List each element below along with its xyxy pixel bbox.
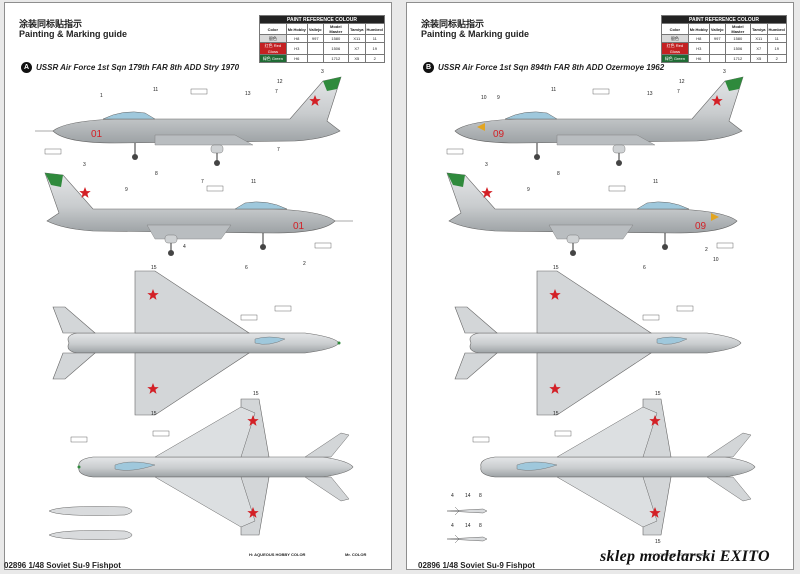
callout: 12 — [679, 79, 685, 85]
callout-numbers: 1 11 13 12 7 3 8 7 3 9 11 15 4 7 6 2 15 … — [83, 69, 324, 417]
aircraft-views-a: 01 01 — [35, 69, 354, 540]
callout: 1 — [100, 93, 103, 99]
aircraft-views-b: 09 09 — [446, 69, 756, 545]
side-view-port: 09 — [454, 76, 744, 166]
callout: 4 — [183, 244, 186, 250]
callout: 3 — [83, 162, 86, 168]
callout-numbers: 10 9 11 13 12 7 3 8 3 9 11 6 2 10 15 15 … — [451, 69, 726, 545]
callout: 13 — [245, 91, 251, 97]
callout: 15 — [553, 411, 559, 417]
aircraft-number: 01 — [91, 129, 103, 140]
table-row: 绿色 Green H6 1712 X5 2 — [259, 54, 386, 63]
side-view-starboard: 01 — [44, 172, 353, 256]
callout: 3 — [321, 69, 324, 75]
callout: 10 — [713, 257, 719, 263]
callout: 7 — [275, 89, 278, 95]
humbrol-code: 19 — [364, 42, 386, 55]
humbrol-code: 2 — [364, 54, 386, 63]
hobby-code: H6 — [687, 54, 710, 63]
callout: 2 — [303, 261, 306, 267]
callout: 4 — [451, 523, 454, 529]
painting-sheet-a: 涂装同标贴指示 Painting & Marking guide PAINT R… — [4, 2, 392, 570]
table-row: 绿色 Green H6 1712 X5 2 — [661, 54, 788, 63]
scheme-badge: A — [21, 62, 32, 73]
sheet-title-en: Painting & Marking guide — [19, 29, 128, 39]
sheet-title-en: Painting & Marking guide — [421, 29, 530, 39]
callout: 15 — [253, 391, 259, 397]
callout: 9 — [125, 187, 128, 193]
callout: 6 — [245, 265, 248, 271]
bottom-view — [77, 398, 354, 536]
callout: 2 — [705, 247, 708, 253]
callout: 11 — [653, 179, 658, 185]
hobby-code: H6 — [285, 54, 308, 63]
callout: 3 — [723, 69, 726, 75]
callout: 14 — [465, 523, 471, 529]
color-code-boxes — [446, 88, 734, 443]
callout: 8 — [155, 171, 158, 177]
shop-watermark: sklep modelarski EXITO — [600, 548, 770, 565]
painting-sheet-b: 涂装同标贴指示 Painting & Marking guide PAINT R… — [406, 2, 794, 570]
missiles — [446, 506, 488, 544]
callout: 7 — [201, 179, 204, 185]
callout: 9 — [527, 187, 530, 193]
callout: 8 — [479, 523, 482, 529]
scheme-b-heading: B USSR Air Force 1st Sqn 894th FAR 8th A… — [423, 62, 664, 73]
svg-text:09: 09 — [695, 221, 707, 232]
side-view-starboard: 09 — [446, 172, 738, 256]
top-view — [52, 270, 341, 416]
callout: 11 — [251, 179, 256, 185]
callout: 11 — [153, 87, 158, 93]
color-code-boxes — [44, 88, 332, 443]
callout: 15 — [151, 411, 157, 417]
mm-code: 1712 — [322, 54, 350, 63]
humbrol-code: 2 — [766, 54, 788, 63]
callout: 15 — [655, 391, 661, 397]
scheme-badge: B — [423, 62, 434, 73]
callout: 15 — [655, 539, 661, 545]
paint-reference-table: PAINT REFERENCE COLOUR Color Mr.Hobby Va… — [259, 15, 386, 63]
sheet-title-cn: 涂装同标贴指示 — [19, 19, 83, 29]
side-view-port: 01 — [35, 76, 342, 166]
footer-kit-title: 02896 1/48 Soviet Su-9 Fishpot — [418, 561, 535, 570]
callout: 8 — [479, 493, 482, 499]
footer-kit-title: 02896 1/48 Soviet Su-9 Fishpot — [4, 561, 121, 570]
callout: 7 — [677, 89, 680, 95]
sheet-title-cn: 涂装同标贴指示 — [421, 19, 485, 29]
callout: 9 — [497, 95, 500, 101]
callout: 3 — [485, 162, 488, 168]
callout: 14 — [465, 493, 471, 499]
callout: 15 — [151, 265, 157, 271]
top-view — [454, 270, 742, 416]
scheme-title: USSR Air Force 1st Sqn 894th FAR 8th ADD… — [438, 63, 665, 72]
aircraft-number: 09 — [493, 129, 505, 140]
mm-code: 1712 — [724, 54, 752, 63]
scheme-a-heading: A USSR Air Force 1st Sqn 179th FAR 8th A… — [21, 62, 239, 73]
drop-tanks — [48, 506, 133, 540]
col-humbrol: Humbrol — [364, 23, 386, 35]
callout: 12 — [277, 79, 283, 85]
callout: 15 — [553, 265, 559, 271]
callout: 4 — [451, 493, 454, 499]
callout: 7 — [277, 147, 280, 153]
callout: 13 — [647, 91, 653, 97]
table-row: 红色 Red Gloss H3 1506 X7 19 — [259, 42, 386, 55]
paint-reference-table: PAINT REFERENCE COLOUR Color Mr.Hobby Va… — [661, 15, 788, 63]
legend-aqueous: H: AQUEOUS HOBBY COLOR — [651, 552, 708, 557]
table-row: 红色 Red Gloss H3 1506 X7 19 — [661, 42, 788, 55]
callout: 8 — [557, 171, 560, 177]
legend-aqueous: H: AQUEOUS HOBBY COLOR — [249, 552, 306, 557]
bottom-view — [480, 398, 756, 536]
callout: 10 — [481, 95, 487, 101]
legend-mr-color: Mr. COLOR — [345, 552, 367, 557]
svg-text:01: 01 — [293, 221, 305, 232]
callout: 6 — [643, 265, 646, 271]
callout: 11 — [551, 87, 556, 93]
scheme-title: USSR Air Force 1st Sqn 179th FAR 8th ADD… — [36, 63, 240, 72]
